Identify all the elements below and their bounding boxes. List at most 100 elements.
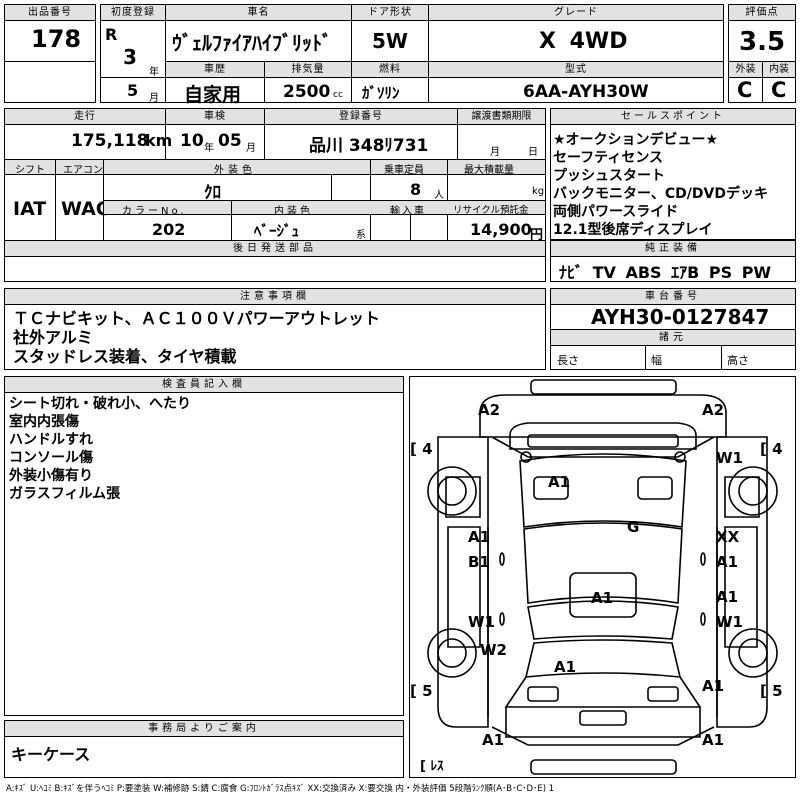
first-reg-cell: 初度登録 R 3 年 5 月	[100, 4, 166, 104]
plate-cell: 登録番号 品川 348ﾘ731	[264, 108, 458, 160]
load-label: 最大積載量	[464, 165, 514, 176]
int-grade-cell: 内装 C	[762, 61, 796, 103]
note-line: 社外アルミ	[13, 328, 93, 347]
damage-mark: W1	[716, 613, 743, 631]
score-value: 3.5	[739, 27, 786, 57]
score-label: 評価点	[729, 5, 795, 21]
specs-cell: 諸元 長さ 幅 高さ	[550, 329, 796, 370]
grade-label: グレード	[429, 5, 723, 21]
lot-blank-cell	[4, 61, 96, 103]
displacement-label: 排気量	[265, 62, 351, 78]
inspector-line: 外装小傷有り	[9, 468, 93, 484]
history-label: 車歴	[166, 62, 264, 78]
sales-point: プッシュスタート	[553, 168, 665, 184]
insp-year-unit: 年	[204, 143, 214, 154]
inspector-line: ハンドルすれ	[9, 432, 93, 448]
transfer-day: 日	[528, 147, 538, 158]
notes-label: 注意事項欄	[5, 289, 545, 305]
sales-point: セーフティセンス	[553, 150, 664, 166]
lot-number: 178	[31, 25, 82, 53]
color-no-value: 202	[152, 220, 186, 239]
damage-mark: A1	[702, 677, 725, 695]
transfer-label: 譲渡書類期限	[458, 109, 545, 125]
inspection-label: 車検	[166, 109, 264, 125]
chassis-value: AYH30-0127847	[591, 305, 770, 329]
transfer-month: 月	[490, 147, 500, 158]
recycle-label: リサイクル預託金	[453, 205, 529, 216]
damage-mark: A1	[482, 731, 505, 749]
shift-ac-block: シフト エアコン IAT WAC	[4, 159, 110, 241]
office-label: 事務局よりご案内	[5, 721, 403, 737]
interior-value: ﾍﾞｰｼﾞｭ	[254, 222, 300, 240]
int-grade-label: 内装	[763, 62, 795, 78]
interior-label: 内装色	[274, 206, 313, 217]
sales-point: 両側パワースライド	[553, 204, 679, 220]
later-parts-label: 後日発送部品	[5, 241, 545, 257]
tire-front-right: [ 4	[760, 440, 783, 458]
name-cell: 車名 ｳﾞｪﾙﾌｧｲｱﾊｲﾌﾞﾘｯﾄﾞ	[165, 4, 352, 62]
plate-value: 品川 348ﾘ731	[309, 136, 429, 156]
damage-mark: W2	[480, 641, 507, 659]
damage-mark: A2	[478, 401, 501, 419]
load-unit: kg	[532, 186, 545, 197]
fuel-label: 燃料	[352, 62, 428, 78]
damage-mark: A1	[468, 528, 491, 546]
damage-mark: A2	[702, 401, 725, 419]
cc-unit: cc	[333, 90, 343, 100]
sales-points-cell: セールスポイント ★オークションデビュー★ セーフティセンス プッシュスタート …	[550, 108, 796, 240]
model-cell: 型式 6AA-AYH30W	[428, 61, 724, 103]
office-value: キーケース	[11, 745, 91, 764]
model-label: 型式	[429, 62, 723, 78]
insp-month: 05	[218, 131, 242, 151]
color-value: ｸﾛ	[204, 183, 221, 203]
capacity-unit: 人	[434, 190, 444, 201]
reg-year-unit: 年	[149, 67, 159, 78]
vehicle-name: ｳﾞｪﾙﾌｧｲｱﾊｲﾌﾞﾘｯﾄﾞ	[172, 31, 332, 55]
office-cell: 事務局よりご案内 キーケース	[4, 720, 404, 778]
transfer-cell: 譲渡書類期限 月 日	[457, 108, 546, 160]
mileage-value: 175,118	[71, 131, 149, 151]
insp-month-unit: 月	[246, 143, 256, 154]
interior-unit: 系	[356, 230, 366, 241]
damage-mark: W1	[468, 613, 495, 631]
spec-length: 長さ	[557, 354, 579, 367]
notes-cell: 注意事項欄 ＴＣナビキット、ＡＣ１００Ｖパワーアウトレット 社外アルミ スタッド…	[4, 288, 546, 370]
color-block: 外装色 乗車定員 最大積載量 ｸﾛ 8 人 kg カラーNo. 内装色 輸入車 …	[103, 159, 546, 243]
note-line: スタッドレス装着、タイヤ積載	[13, 347, 237, 366]
history-value: 自家用	[184, 84, 242, 106]
grade-cell: グレード X 4WD	[428, 4, 724, 62]
ac-label: エアコン	[63, 165, 103, 176]
tire-front-left: [ 4	[410, 440, 433, 458]
history-cell: 車歴 自家用	[165, 61, 265, 106]
equipment-value: ﾅﾋﾞ TV ABS ｴｱB PS PW	[559, 263, 772, 282]
damage-mark: G	[627, 518, 640, 536]
inspector-cell: 検査員記入欄 シート切れ・破れ小、へたり 室内内張傷 ハンドルすれ コンソール傷…	[4, 376, 404, 716]
inspector-line: シート切れ・破れ小、へたり	[9, 396, 191, 412]
equipment-cell: 純正装備 ﾅﾋﾞ TV ABS ｴｱB PS PW	[550, 240, 796, 282]
lot-cell: 出品番号 178	[4, 4, 96, 62]
capacity-label: 乗車定員	[384, 165, 424, 176]
capacity-value: 8	[410, 180, 422, 199]
inspector-line: 室内内張傷	[9, 414, 79, 430]
color-label: 外装色	[214, 165, 256, 176]
door-cell: ドア形状 5W	[351, 4, 429, 62]
spare-tire: [ ﾚｽ	[420, 759, 444, 774]
name-label: 車名	[166, 5, 351, 21]
mileage-label: 走行	[5, 109, 165, 125]
tire-rear-right: [ 5	[760, 682, 783, 700]
inspector-list: シート切れ・破れ小、へたり 室内内張傷 ハンドルすれ コンソール傷 外装小傷有り…	[9, 395, 191, 503]
displacement-cell: 排気量 2500 cc	[264, 61, 352, 103]
plate-label: 登録番号	[265, 109, 457, 125]
damage-mark: B1	[468, 553, 490, 571]
yen-unit: 円	[530, 228, 544, 243]
shift-label: シフト	[15, 165, 45, 176]
specs-label: 諸元	[551, 330, 795, 346]
score-cell: 評価点 3.5	[728, 4, 796, 62]
recycle-value: 14,900	[470, 220, 532, 239]
tire-rear-left: [ 5	[410, 682, 433, 700]
damage-mark: A1	[702, 731, 725, 749]
ac-value: WAC	[61, 198, 110, 220]
notes-list: ＴＣナビキット、ＡＣ１００Ｖパワーアウトレット 社外アルミ スタッドレス装着、タ…	[13, 309, 380, 366]
chassis-label: 車台番号	[551, 289, 795, 305]
damage-diagram: [ 4 [ 4 [ 5 [ 5 [ ﾚｽ A2 A2 W1 A1 G A1 B1…	[409, 376, 796, 778]
